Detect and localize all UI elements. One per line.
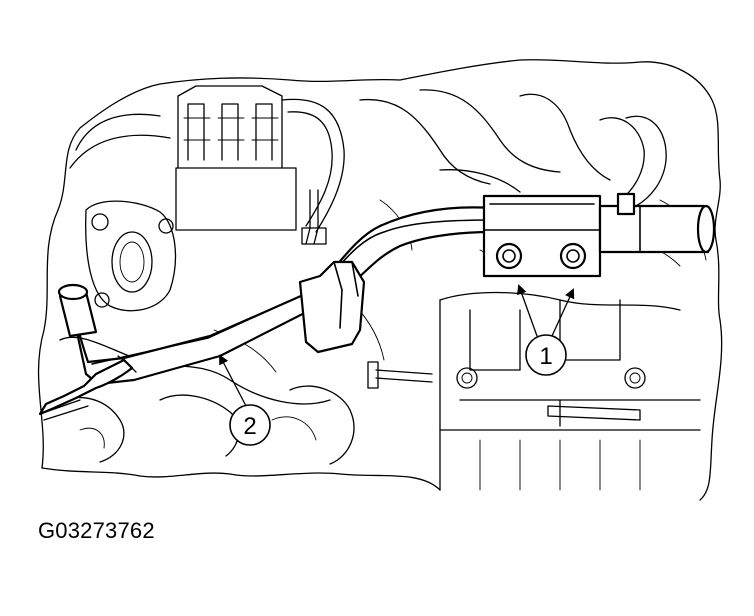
callout-1-leaders	[517, 284, 575, 337]
part-1-bracket	[482, 192, 716, 278]
callout-2: 2	[229, 404, 271, 446]
part-2-pipe	[38, 206, 494, 421]
figure-id: G03273762	[38, 518, 155, 543]
pipe-clamp	[298, 260, 366, 354]
callout-1: 1	[525, 334, 567, 376]
bolt-right	[559, 242, 587, 270]
callout-1-label: 1	[539, 343, 552, 370]
bolt-left	[495, 242, 523, 270]
engine-background	[37, 59, 723, 501]
callout-2-label: 2	[243, 413, 256, 440]
callout-2-leader	[219, 354, 247, 407]
